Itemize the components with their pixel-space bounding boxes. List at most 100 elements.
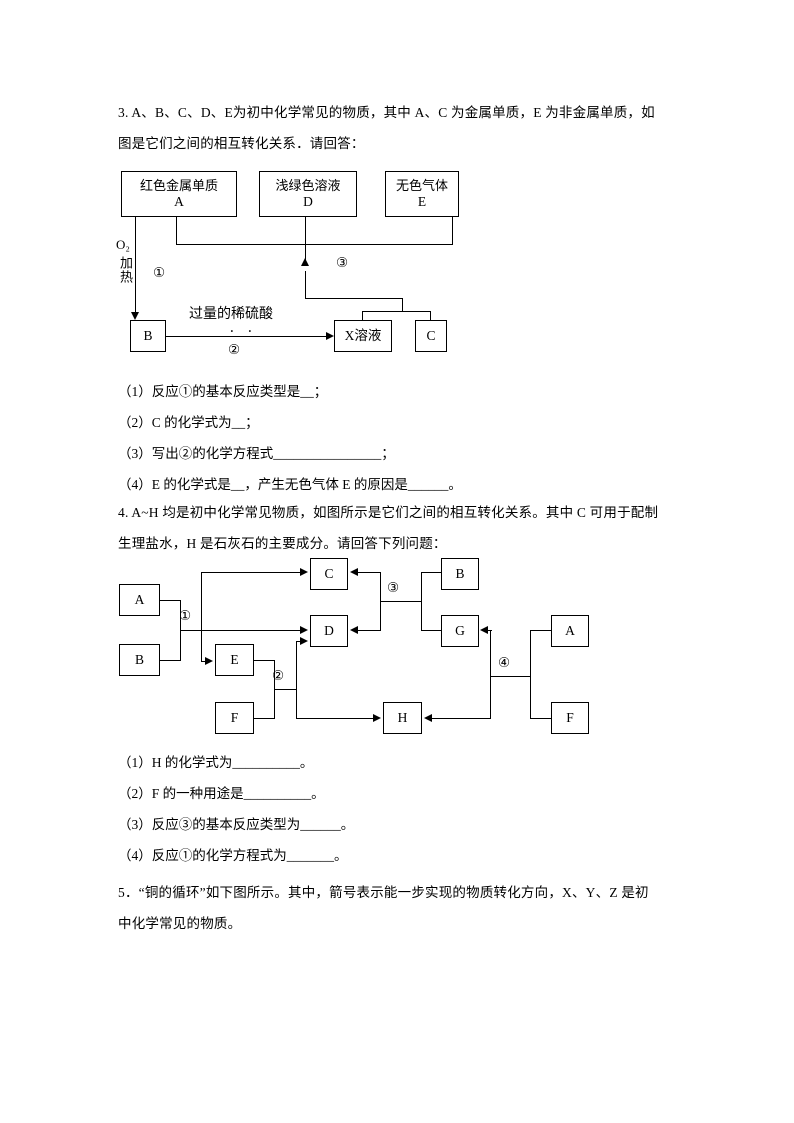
diagram1-line-A-down-branch xyxy=(176,217,177,245)
diagram1-box-B: B xyxy=(130,320,166,352)
diagram2-box-left-A: A xyxy=(119,584,160,616)
q5-stem-line1: 5．“铜的循环”如下图所示。其中，箭号表示能一步实现的物质转化方向，X、Y、Z … xyxy=(118,885,649,900)
diagram1-arrow-B-to-X xyxy=(326,331,334,340)
diagram1-line-step3-down xyxy=(402,298,403,312)
diagram2-label-step3: ③ xyxy=(387,580,400,595)
q4-sub-1: （1）H 的化学式为__________。 xyxy=(118,755,314,770)
diagram1-arrow-into-D xyxy=(300,258,309,266)
diagram2-box-D-label: D xyxy=(324,623,334,639)
diagram1-line-B-to-X xyxy=(166,336,328,337)
q4-stem-line2: 生理盐水，H 是石灰石的主要成分。请回答下列问题： xyxy=(118,536,447,551)
q3-sub-2: （2）C 的化学式为__； xyxy=(118,415,259,430)
diagram2-line-AF-trunk xyxy=(490,676,531,677)
diagram1-line-D-down xyxy=(305,217,306,265)
diagram1-box-D: 浅绿色溶液 D xyxy=(259,171,357,217)
diagram2-box-H-label: H xyxy=(397,710,408,726)
diagram2-box-C-label: C xyxy=(324,566,334,582)
diagram2-line-trunk xyxy=(180,630,202,631)
diagram2-box-D: D xyxy=(310,615,348,647)
diagram1-box-E-line2: E xyxy=(417,193,427,209)
diagram1-line-A-to-B-vert xyxy=(135,217,136,313)
diagram2-box-F: F xyxy=(215,702,254,734)
diagram2-arrow-BG-to-C xyxy=(350,567,358,576)
diagram2-line-to-D xyxy=(201,630,301,631)
diagram1-line-E-down xyxy=(452,217,453,245)
diagram2-line-B-right xyxy=(160,660,181,661)
diagram2-box-right-F: F xyxy=(551,702,589,734)
q4-stem-line1: 4. A~H 均是初中化学常见物质，如图所示是它们之间的相互转化关系。其中 C … xyxy=(118,505,659,520)
q3-sub-1: （1）反应①的基本反应类型是__； xyxy=(118,384,328,399)
diagram1-label-step3: ③ xyxy=(336,255,349,270)
diagram2-line-BG-to-C xyxy=(357,572,381,573)
diagram2-box-G: G xyxy=(441,615,479,647)
diagram2-box-E: E xyxy=(215,644,254,676)
q4-sub-4: （4）反应①的化学方程式为_______。 xyxy=(118,848,348,863)
diagram1-line-horizontal-mid xyxy=(176,244,453,245)
diagram1-box-D-line1: 浅绿色溶液 xyxy=(275,178,341,194)
diagram2-line-EF-to-D xyxy=(296,641,301,642)
diagram1-line-bracket-C xyxy=(430,311,431,321)
diagram2-label-step2: ② xyxy=(272,668,285,683)
diagram2-line-EF-trunk xyxy=(274,689,297,690)
q3-sub-3: （3）写出②的化学方程式________________； xyxy=(118,446,395,461)
diagram2-line-rightF-left xyxy=(530,718,552,719)
diagram2-label-step4: ④ xyxy=(498,655,511,670)
diagram1-box-E-line1: 无色气体 xyxy=(395,178,448,194)
diagram2-box-G-label: G xyxy=(455,623,465,639)
diagram1-label-acid: 过量的稀硫酸 xyxy=(189,305,273,321)
diagram2-line-BG-to-D xyxy=(357,630,381,631)
diagram2-line-BG-post xyxy=(380,572,381,631)
diagram2-line-branch-post xyxy=(201,572,202,662)
q4-sub-2: （2）F 的一种用途是__________。 xyxy=(118,786,325,801)
diagram1-label-acid-dots: ．． xyxy=(229,321,272,335)
diagram1-box-A-line2: A xyxy=(174,193,184,209)
diagram1-line-step3-riser xyxy=(305,271,306,299)
diagram1-arrow-A-to-B xyxy=(130,312,139,320)
diagram2-line-AF-post xyxy=(490,630,491,719)
diagram2-box-F-label: F xyxy=(230,710,239,726)
q4-sub-3: （3）反应③的基本反应类型为______。 xyxy=(118,817,355,832)
diagram1-label-step1: ① xyxy=(153,265,166,280)
diagram2-line-AF-to-H xyxy=(432,718,491,719)
diagram2-box-right-A-label: A xyxy=(565,623,575,639)
diagram1-box-X-label: X溶液 xyxy=(344,328,382,344)
diagram2-arrow-EF-to-D xyxy=(300,636,308,645)
diagram2-line-to-E xyxy=(201,661,206,662)
diagram2-line-EF-to-H xyxy=(296,718,374,719)
diagram2-line-BG-trunk xyxy=(380,601,422,602)
diagram2-box-right-B: B xyxy=(441,558,479,590)
diagram2-line-rightB-left xyxy=(421,572,442,573)
diagram2-box-E-label: E xyxy=(230,652,239,668)
diagram2-line-AF-merge xyxy=(530,630,531,719)
diagram2-arrow-BG-to-D xyxy=(350,625,358,634)
diagram2-line-A-right xyxy=(160,600,181,601)
diagram2-label-step1: ① xyxy=(179,608,192,623)
diagram1-line-bracket-top xyxy=(362,311,431,312)
diagram2-box-right-B-label: B xyxy=(455,566,465,582)
diagram2-box-H: H xyxy=(383,702,422,734)
diagram1-box-X: X溶液 xyxy=(334,320,392,352)
diagram2-box-right-F-label: F xyxy=(566,710,574,726)
diagram1-label-o2: O₂ xyxy=(116,237,130,252)
diagram2-arrow-to-E xyxy=(205,656,213,665)
q3-sub-4: （4）E 的化学式是__，产生无色气体 E 的原因是______。 xyxy=(118,477,462,492)
diagram1-box-E: 无色气体 E xyxy=(385,171,459,217)
diagram2-box-left-B: B xyxy=(119,644,160,676)
diagram2-box-left-A-label: A xyxy=(134,592,145,608)
diagram1-box-A: 红色金属单质 A xyxy=(121,171,237,217)
diagram1-label-step2: ② xyxy=(228,342,241,357)
diagram2-line-EF-post xyxy=(296,641,297,719)
q3-stem-line2: 图是它们之间的相互转化关系．请回答： xyxy=(118,136,365,151)
diagram1-line-step3-horizontal xyxy=(305,298,403,299)
diagram2-arrow-AF-to-G xyxy=(480,625,488,634)
diagram2-box-left-B-label: B xyxy=(134,652,144,668)
diagram2-line-F-right xyxy=(254,718,275,719)
diagram1-line-bracket-X xyxy=(362,311,363,321)
diagram2-line-G-left xyxy=(421,630,442,631)
diagram2-line-to-C xyxy=(201,572,301,573)
diagram2-line-AF-to-G xyxy=(488,630,492,631)
diagram2-line-E-right xyxy=(254,660,275,661)
diagram2-arrow-AF-to-H xyxy=(424,713,432,722)
diagram1-box-C-label: C xyxy=(426,328,436,344)
